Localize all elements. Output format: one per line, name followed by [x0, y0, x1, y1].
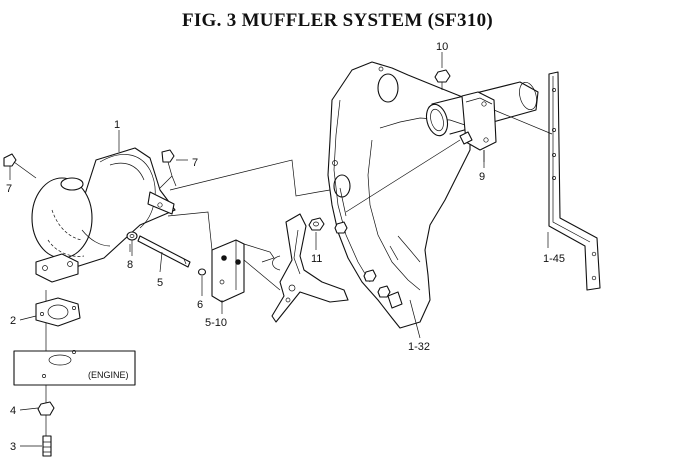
- bracket-5-10: [211, 239, 281, 303]
- label-part-7-left: 7: [6, 183, 12, 195]
- label-part-4: 4: [10, 405, 16, 417]
- pipe-bracket: [459, 91, 497, 151]
- frame-panel: [327, 61, 471, 329]
- frame-clip: [387, 291, 403, 309]
- washer-6: [197, 268, 207, 276]
- bolt-7-left: [3, 153, 37, 179]
- engine-label: (ENGINE): [88, 370, 129, 380]
- nut-4: [37, 401, 55, 416]
- tail-pipe: [425, 81, 539, 137]
- bolt-7-right: [159, 149, 175, 189]
- stud-bolt-3: [42, 435, 52, 457]
- label-part-11: 11: [311, 253, 322, 265]
- nut-10: [434, 69, 451, 90]
- label-part-1: 1: [114, 119, 120, 131]
- label-part-2: 2: [10, 315, 16, 327]
- label-part-9: 9: [479, 171, 485, 183]
- label-part-1-32: 1-32: [408, 341, 430, 353]
- engine-block: (ENGINE): [13, 350, 136, 386]
- nut-11: [308, 217, 325, 231]
- label-part-3: 3: [10, 441, 16, 453]
- figure-title: FIG. 3 MUFFLER SYSTEM (SF310): [181, 10, 494, 31]
- frame-nut-b: [363, 269, 377, 282]
- clamp-bracket: [271, 213, 349, 323]
- frame-nut-a: [334, 221, 348, 234]
- label-part-7-right: 7: [192, 157, 198, 169]
- hanger-bracket: [548, 71, 601, 291]
- frame-nut-c: [377, 285, 391, 298]
- gasket-2: [35, 297, 81, 327]
- washer-8: [126, 231, 138, 241]
- label-part-10: 10: [436, 41, 448, 53]
- label-part-5-10: 5-10: [205, 317, 227, 329]
- label-part-6: 6: [197, 299, 203, 311]
- label-leaders: [9, 52, 549, 447]
- support-rod-5: [137, 235, 191, 268]
- label-part-5: 5: [157, 277, 163, 289]
- label-part-8: 8: [127, 259, 133, 271]
- muffler: [31, 147, 176, 283]
- label-part-1-45: 1-45: [543, 253, 565, 265]
